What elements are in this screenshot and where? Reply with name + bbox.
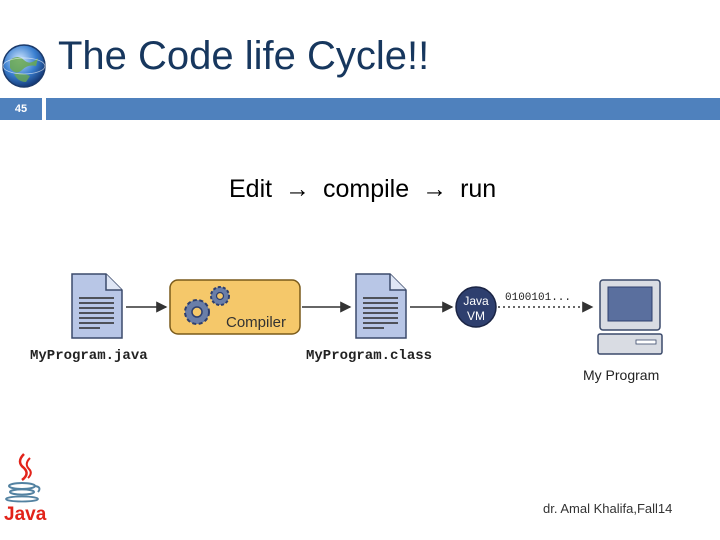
compiler-label: Compiler	[226, 314, 287, 331]
java-vm-icon	[455, 286, 497, 328]
source-file-icon	[71, 273, 123, 339]
footer-author: dr. Amal Khalifa,Fall14	[543, 501, 673, 516]
java-cup-icon	[5, 453, 41, 503]
java-logo: Java	[2, 450, 46, 528]
slide-heading: Edit → compile → run	[229, 175, 496, 204]
vm-label-vm: VM	[467, 309, 485, 323]
title-underline-bar	[46, 98, 720, 120]
gear-icon	[184, 286, 230, 325]
bytecode-label: 0100101...	[505, 292, 572, 304]
source-file-label: MyProgram.java	[30, 348, 148, 364]
slide-number: 45	[0, 98, 42, 120]
heading-edit: Edit	[229, 175, 273, 203]
code-lifecycle-diagram: MyProgram.java Compiler MyProgram.class …	[0, 260, 720, 400]
class-file-icon	[355, 273, 407, 339]
heading-compile: compile	[323, 175, 410, 203]
java-logo-text: Java	[4, 504, 47, 525]
program-label: My Program	[583, 367, 660, 383]
heading-run: run	[460, 175, 497, 203]
class-file-label: MyProgram.class	[306, 348, 433, 364]
slide-title: The Code life Cycle!!	[58, 34, 430, 78]
computer-icon	[597, 279, 663, 355]
arrow-right-icon: →	[285, 175, 311, 203]
globe-logo-icon	[2, 44, 46, 88]
vm-label-java: Java	[463, 294, 489, 308]
arrow-right-icon: →	[422, 175, 448, 203]
